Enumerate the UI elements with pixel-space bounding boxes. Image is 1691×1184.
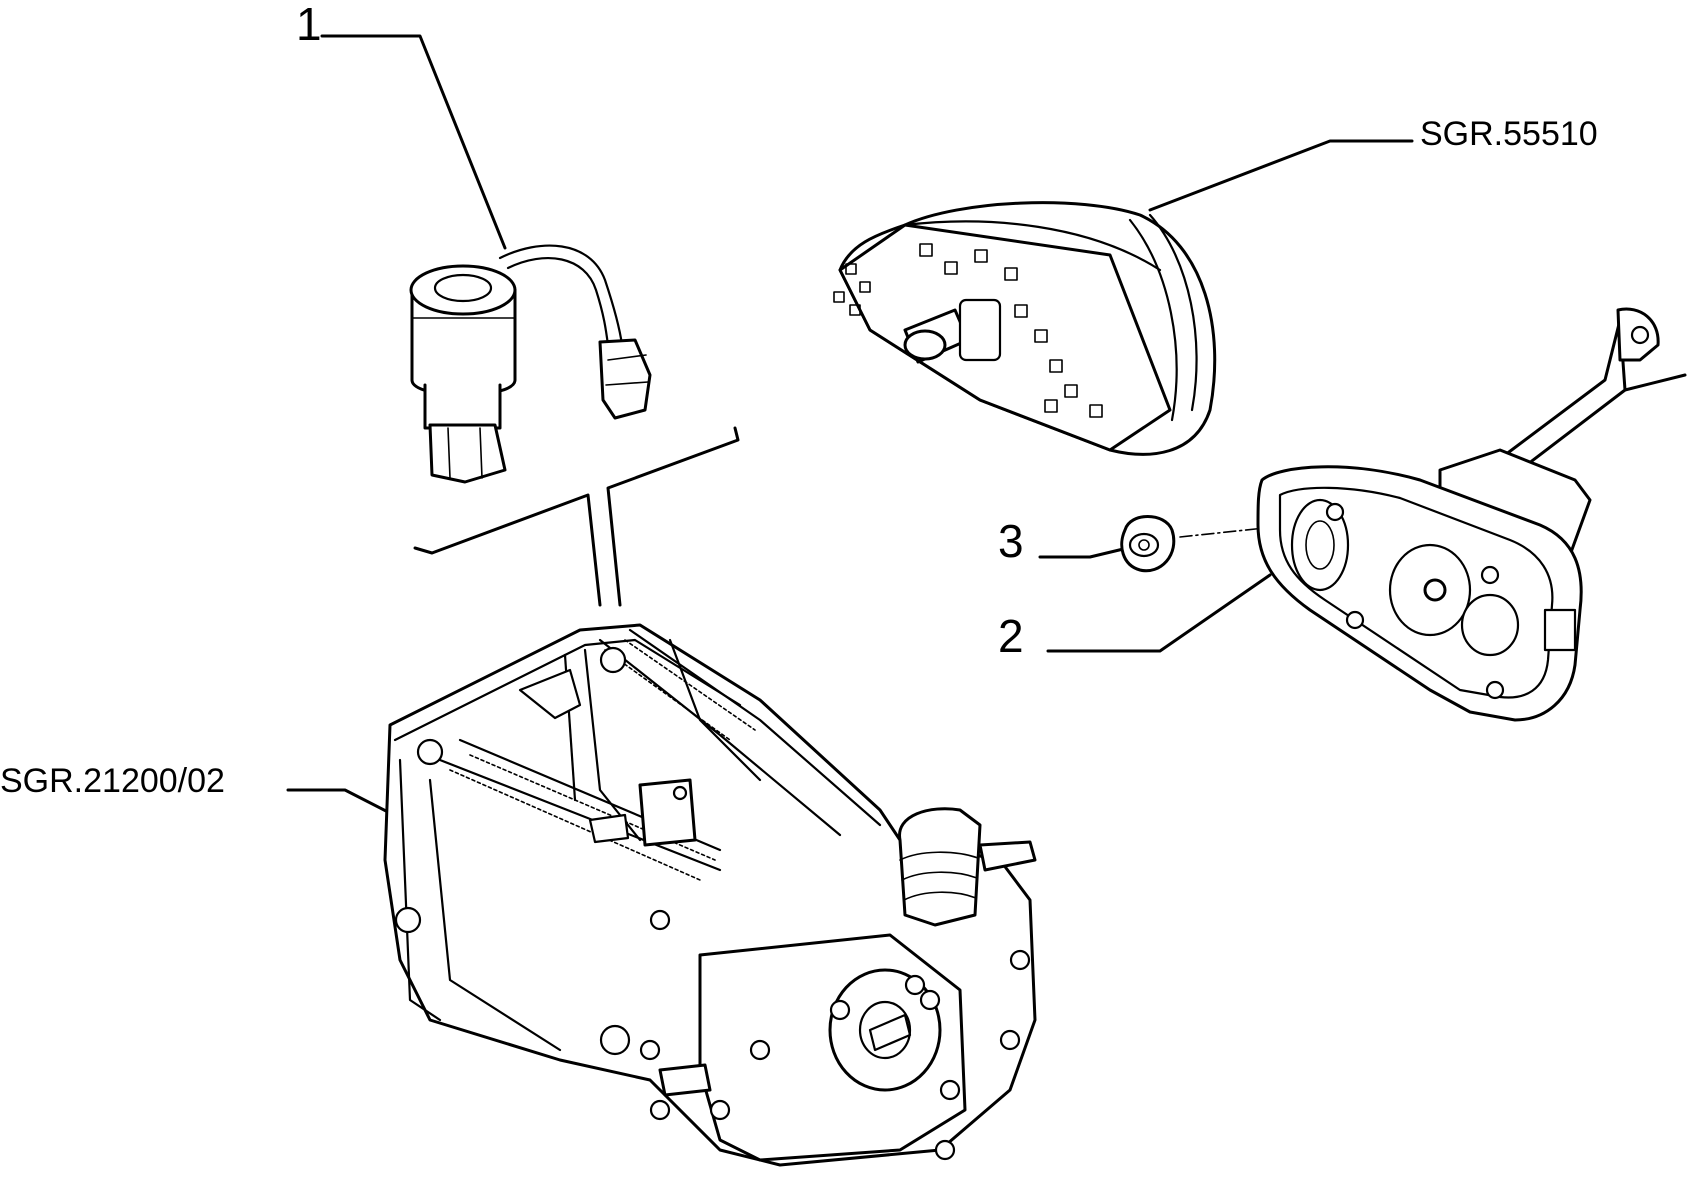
part-2-shift-bracket[interactable] — [1256, 307, 1687, 722]
leader-line-2 — [1046, 573, 1272, 653]
leader-line-1 — [320, 34, 507, 250]
exploded-view-bracket — [413, 426, 740, 607]
instrument-cluster[interactable] — [833, 201, 1217, 456]
part-3-nut[interactable] — [1120, 515, 1176, 573]
callout-3-label[interactable]: 3 — [998, 515, 1024, 567]
leader-line-sgr-55510 — [1148, 139, 1414, 212]
gearbox-assembly[interactable] — [383, 623, 1037, 1167]
part-1-sensor[interactable] — [409, 244, 652, 484]
callout-2-label[interactable]: 2 — [998, 610, 1024, 662]
callout-sgr-55510-label[interactable]: SGR.55510 — [1420, 115, 1598, 153]
callout-sgr-21200-label[interactable]: SGR.21200/02 — [0, 762, 225, 800]
leader-line-sgr-21200 — [286, 788, 390, 814]
callout-1-label[interactable]: 1 — [296, 0, 322, 50]
